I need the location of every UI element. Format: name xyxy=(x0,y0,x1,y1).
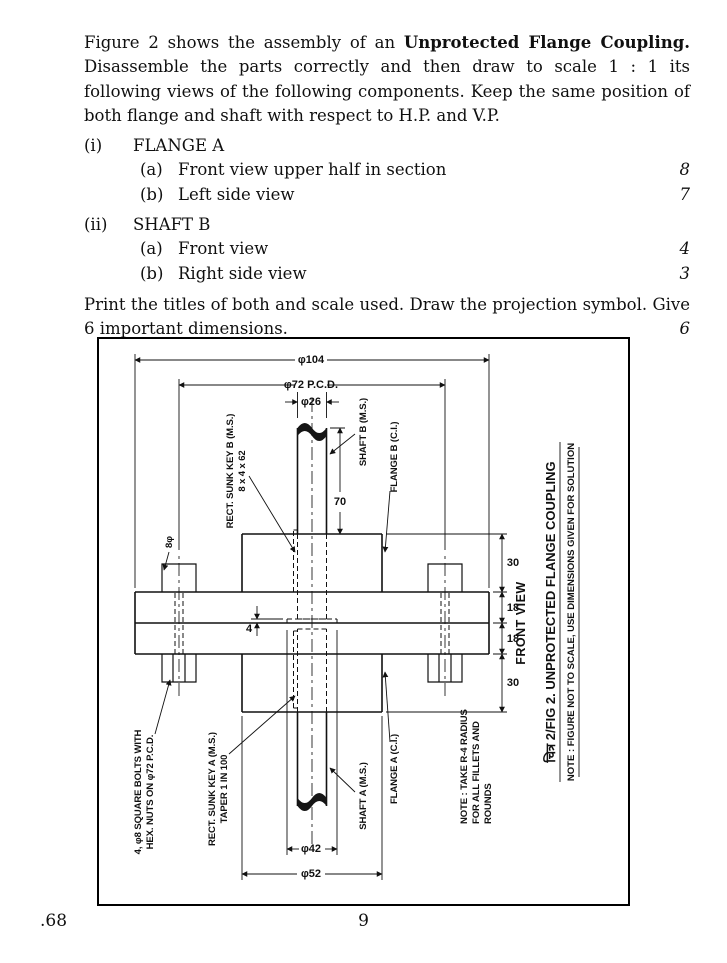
subitem-number: (a) xyxy=(140,160,163,180)
item-title: SHAFT B xyxy=(133,215,211,235)
marks-value: 3 xyxy=(679,263,691,283)
label-key-a-line2: TAPER 1 IN 100 xyxy=(219,755,230,824)
footer-left: .68 xyxy=(40,911,68,931)
spigot-hidden xyxy=(286,618,338,623)
keyway-a-hidden xyxy=(293,630,298,709)
marks-value: 6 xyxy=(679,319,691,339)
bolt-nut-upper xyxy=(161,654,197,683)
subitem-text: Front view upper half in section xyxy=(178,160,447,180)
subitem-number: (a) xyxy=(140,239,163,259)
label-shaft-a: SHAFT A (M.S.) xyxy=(358,762,369,830)
subitem-number: (b) xyxy=(140,184,164,204)
note-fillets-line1: NOTE : TAKE R-4 RADIUS xyxy=(459,709,470,824)
label-key-b-line2: 8 x 4 x 62 xyxy=(237,450,248,491)
flange-plates-outline xyxy=(134,591,490,655)
subitem-text: Front view xyxy=(178,239,269,259)
dim-spigot-depth-text: 4 xyxy=(246,623,253,635)
dim-flange-od-text: φ104 xyxy=(298,354,325,366)
label-flange-b: FLANGE B (C.I.) xyxy=(389,422,400,493)
shaft-a-outline xyxy=(296,712,328,806)
question-subitem: (a) Front view upper half in section 8 xyxy=(84,158,690,182)
intro-rest: Disassemble the parts correctly and then… xyxy=(84,57,690,125)
label-bolts-line2: HEX. NUTS ON φ72 P.C.D. xyxy=(145,735,156,850)
figure-scale-note: NOTE : FIGURE NOT TO SCALE, USE DIMENSIO… xyxy=(566,443,577,781)
question-block: Figure 2 shows the assembly of an Unprot… xyxy=(84,31,690,342)
question-subitem: (b) Right side view 3 xyxy=(84,262,690,286)
hub-b-outline xyxy=(241,533,383,592)
view-caption-front-view: FRONT VIEW xyxy=(514,581,528,664)
subitem-number: (b) xyxy=(140,263,164,283)
intro-start: Figure 2 shows the assembly of an xyxy=(84,33,404,52)
keyway-b-hidden xyxy=(293,529,298,592)
shaft-b-break xyxy=(297,423,327,441)
dim-hub-dia-text: φ52 xyxy=(301,868,321,880)
dim-hub-len-a-text: 30 xyxy=(507,677,519,689)
dim-shaft-b-len-text: 70 xyxy=(334,496,346,508)
question-subitem: (a) Front view 4 xyxy=(84,237,690,261)
item-number: (i) xyxy=(84,136,103,156)
leader-flange-b xyxy=(382,490,391,553)
marks-value: 8 xyxy=(679,160,691,180)
question-item-flange-a: (i) FLANGE A xyxy=(84,134,690,158)
page-number: 9 xyxy=(358,911,369,931)
figure-box: φ104 φ72 P.C.D. φ26 70 30 18 18 30 φ42 φ… xyxy=(97,337,630,906)
outro-text: Print the titles of both and scale used.… xyxy=(84,294,690,339)
coupling-drawing: φ104 φ72 P.C.D. φ26 70 30 18 18 30 φ42 φ… xyxy=(133,354,580,880)
question-outro: Print the titles of both and scale used.… xyxy=(84,293,690,342)
shaft-a-hidden-end xyxy=(297,628,327,712)
question-intro: Figure 2 shows the assembly of an Unprot… xyxy=(84,31,690,128)
dim-flange-thk-a-text: 18 xyxy=(507,633,519,645)
dim-flange-thk-b-text: 18 xyxy=(507,602,519,614)
hub-a-outline xyxy=(241,654,383,713)
label-key-a-line1: RECT. SUNK KEY A (M.S.) xyxy=(207,732,218,846)
dim-hub-len-b-text: 30 xyxy=(507,557,519,569)
item-number: (ii) xyxy=(84,215,108,235)
question-item-shaft-b: (ii) SHAFT B xyxy=(84,213,690,237)
leader-key-b xyxy=(248,475,296,553)
shaft-b-outline xyxy=(296,428,328,534)
leader-flange-a xyxy=(382,671,391,743)
intro-bold-title: Unprotected Flange Coupling. xyxy=(403,33,690,52)
note-fillets-line3: ROUNDS xyxy=(483,783,494,824)
subitem-text: Left side view xyxy=(178,184,295,204)
marks-value: 7 xyxy=(679,184,691,204)
label-bolt-dia: 8φ xyxy=(164,536,175,548)
label-shaft-b: SHAFT B (M.S.) xyxy=(358,398,369,466)
question-subitem: (b) Left side view 7 xyxy=(84,183,690,207)
bolt-head-lower xyxy=(427,563,463,592)
figure-title: चित्र 2/FIG 2. UNPROTECTED FLANGE COUPLI… xyxy=(543,461,558,763)
leader-key-a xyxy=(228,695,296,755)
note-fillets-line2: FOR ALL FILLETS AND xyxy=(471,721,482,824)
subitem-text: Right side view xyxy=(178,263,307,283)
label-bolts-line1: 4, φ8 SQUARE BOLTS WITH xyxy=(133,729,144,854)
label-flange-a: FLANGE A (C.I.) xyxy=(389,734,400,804)
leader-shaft-b xyxy=(329,433,356,455)
leader-bolts xyxy=(154,679,172,735)
marks-value: 4 xyxy=(679,239,691,259)
dim-spigot-dia-text: φ42 xyxy=(301,843,321,855)
bolt-centerlines xyxy=(178,552,446,696)
item-title: FLANGE A xyxy=(133,136,225,156)
leader-shaft-a xyxy=(329,767,356,793)
bolt-head-upper xyxy=(161,563,197,592)
dim-pcd-text: φ72 P.C.D. xyxy=(284,379,338,391)
leader-bolt-dia xyxy=(162,551,170,571)
dim-shaft-b-dia-text: φ26 xyxy=(301,396,321,408)
label-key-b-line1: RECT. SUNK KEY B (M.S.) xyxy=(225,414,236,529)
shaft-a-break xyxy=(297,793,327,811)
bolt-nut-lower xyxy=(427,654,463,683)
